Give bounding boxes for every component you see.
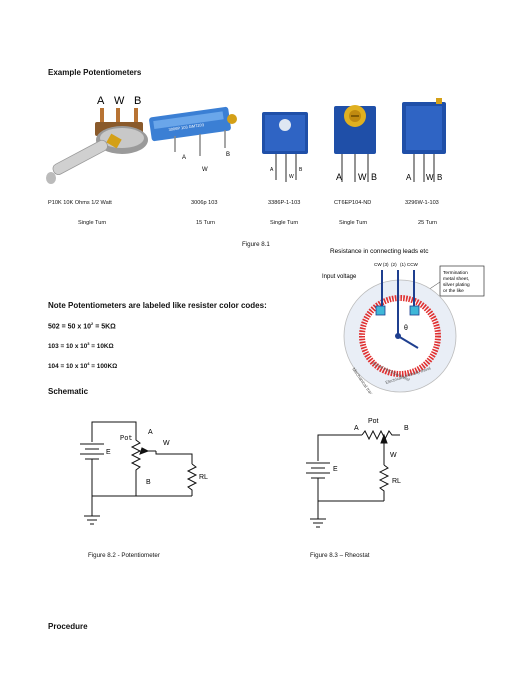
svg-text:W: W <box>289 174 294 180</box>
figure-8-1-caption: Figure 8.1 <box>242 241 270 248</box>
pin-label-a: A <box>97 95 105 107</box>
svg-text:B: B <box>299 167 303 173</box>
svg-text:B: B <box>226 152 230 158</box>
trimmer-3386p-image: A W B <box>262 112 308 182</box>
procedure-heading: Procedure <box>48 622 88 631</box>
svg-text:W: W <box>426 173 434 182</box>
svg-text:B: B <box>437 173 442 182</box>
figure-8-2-caption: Figure 8.2 - Potentiometer <box>88 552 160 559</box>
svg-text:3006P 103 GM7203: 3006P 103 GM7203 <box>168 122 205 132</box>
termination-line-4: or the like <box>443 288 464 294</box>
svg-text:A: A <box>336 172 342 182</box>
pot-part-4: CT6EP104-ND <box>334 200 372 206</box>
theta-label: θ <box>404 325 408 332</box>
pot-turns-4: Single Turn <box>339 220 368 226</box>
pot-part-5: 3296W-1-103 <box>405 200 439 206</box>
termination-line-3: silver plating <box>443 282 470 288</box>
pin-cw-label: CW (3) <box>374 262 389 267</box>
schematic1-b-label: B <box>146 479 151 486</box>
pot-part-3: 3386P-1-103 <box>268 200 301 206</box>
termination-line-1: Termination <box>443 270 468 276</box>
schematic2-rl-label: RL <box>392 478 401 485</box>
svg-text:A: A <box>270 167 274 173</box>
schematic1-w-label: W <box>163 440 170 447</box>
pot-turns-3: Single Turn <box>270 220 299 226</box>
svg-text:W: W <box>358 172 367 182</box>
potentiometer-photos: A W B 3006P 103 GM7203 A W B A W B <box>46 95 446 184</box>
rotary-potentiometer-image: A W B <box>46 95 148 184</box>
trimmer-3296w-image: A W B <box>402 98 446 182</box>
schematic1-a-label: A <box>148 429 153 436</box>
input-voltage-label: Input voltage <box>322 274 357 280</box>
pot-part-2: 3006p 103 <box>191 200 218 206</box>
svg-text:W: W <box>202 167 208 173</box>
resistance-note: Resistance in connecting leads etc <box>330 248 429 255</box>
code-line-3: 104 = 10 x 104 = 100KΩ <box>48 361 118 371</box>
figure-8-3-caption: Figure 8.3 – Rheostat <box>310 552 370 559</box>
svg-text:B: B <box>371 172 377 182</box>
potentiometer-internal-diagram: Resistance in connecting leads etc Input… <box>322 248 485 394</box>
potentiometer-schematic: Pot A W B E RL <box>80 421 208 525</box>
schematic2-a-label: A <box>354 425 359 432</box>
schematic1-rl-label: RL <box>199 474 208 481</box>
pin-label-b: B <box>134 95 141 107</box>
schematic2-w-label: W <box>390 452 397 459</box>
pin-2-label: (2) <box>391 262 397 267</box>
pot-turns-2: 15 Turn <box>196 220 215 226</box>
schematic1-pot-label: Pot <box>120 435 133 443</box>
trimmer-ct6ep-image: A W B <box>334 105 377 182</box>
rheostat-schematic: Pot A B W E RL <box>306 418 409 528</box>
section-title: Example Potentiometers <box>48 68 142 77</box>
code-line-2: 103 = 10 x 103 = 10KΩ <box>48 341 114 351</box>
schematic-heading: Schematic <box>48 387 89 396</box>
svg-text:A: A <box>182 155 186 161</box>
pot-turns-5: 25 Turn <box>418 220 437 226</box>
pot-part-1: P10K 10K Ohms 1/2 Watt <box>48 200 112 206</box>
pin-ccw-label: (1) CCW <box>400 262 419 267</box>
schematic1-e-label: E <box>106 449 111 456</box>
code-line-1: 502 = 50 x 102 = 5KΩ <box>48 321 116 331</box>
pin-label-w: W <box>114 95 125 107</box>
pot-turns-1: Single Turn <box>78 220 107 226</box>
schematic2-b-label: B <box>404 425 409 432</box>
schematic2-pot-label: Pot <box>368 418 379 425</box>
svg-text:A: A <box>406 173 412 182</box>
termination-line-2: metal sheet, <box>443 276 469 282</box>
schematic2-e-label: E <box>333 466 338 473</box>
note-line: Note Potentiometers are labeled like res… <box>48 301 267 310</box>
trimmer-3006p-image: 3006P 103 GM7203 A W B <box>149 106 237 173</box>
